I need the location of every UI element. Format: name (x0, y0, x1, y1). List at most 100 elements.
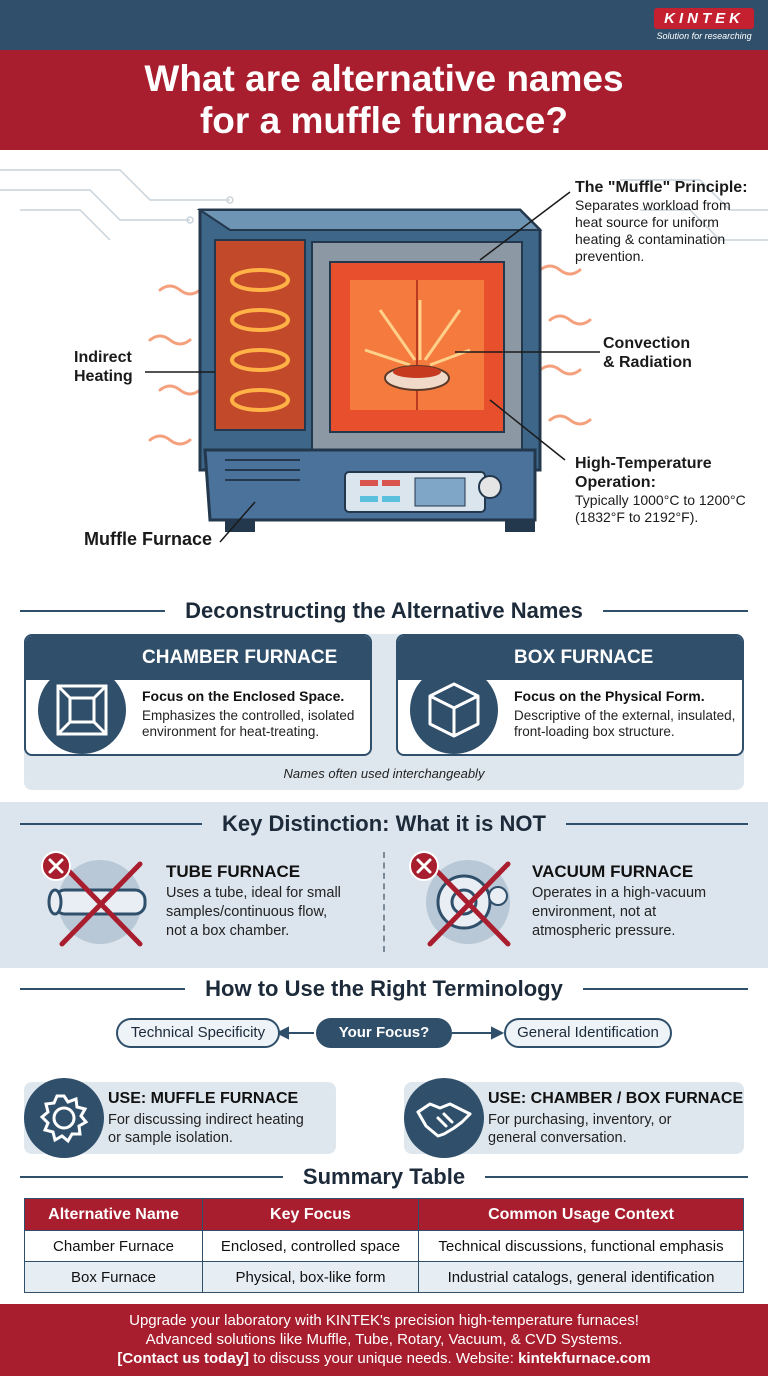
use-muffle-desc: For discussing indirect heating or sampl… (108, 1111, 304, 1147)
display-screen (414, 477, 466, 507)
table-cell: Technical discussions, functional emphas… (418, 1230, 744, 1262)
chamber-furnace-desc: Emphasizes the controlled, isolated envi… (142, 708, 355, 739)
tube-furnace-icon (40, 850, 150, 950)
alt-names-heading-row: Deconstructing the Alternative Names (0, 598, 768, 624)
box-icon (410, 666, 498, 754)
use-muffle-title: USE: MUFFLE FURNACE (108, 1090, 299, 1107)
box-furnace-focus: Focus on the Physical Form. (514, 688, 705, 704)
tube-desc-line-3: not a box chamber. (166, 923, 290, 939)
furnace-top (196, 209, 543, 231)
table-cell: Industrial catalogs, general identificat… (418, 1261, 744, 1293)
table-row: Box Furnace Physical, box-like form Indu… (24, 1261, 744, 1293)
technical-specificity-pill: Technical Specificity (116, 1018, 280, 1048)
heading-divider (565, 823, 748, 825)
vents (225, 449, 300, 481)
muffle-principle-desc-2: heat source for uniform (575, 214, 719, 230)
muffle-furnace-callout: Muffle Furnace (84, 530, 212, 549)
footer-cta: Upgrade your laboratory with KINTEK's pr… (0, 1304, 768, 1376)
heading-divider (602, 610, 749, 612)
chamber-icon (38, 666, 126, 754)
muffle-principle-callout: The "Muffle" Principle: Separates worklo… (575, 178, 760, 265)
column-header: Key Focus (202, 1198, 419, 1231)
tube-furnace-desc: Uses a tube, ideal for small samples/con… (166, 884, 376, 941)
title-line-1: What are alternative names (144, 58, 624, 99)
heading-divider (20, 1176, 283, 1178)
indirect-heating-line-1: Indirect (74, 349, 132, 366)
terminology-arrows (275, 1026, 505, 1040)
contact-us-link[interactable]: [Contact us today] (117, 1350, 250, 1367)
chamber-furnace-card: CHAMBER FURNACE Focus on the Enclosed Sp… (24, 634, 372, 756)
table-cell: Chamber Furnace (24, 1230, 203, 1262)
title-banner: What are alternative names for a muffle … (0, 50, 768, 150)
footer-line-3-text: to discuss your unique needs. Website: (249, 1350, 519, 1367)
high-temp-title-2: Operation: (575, 474, 656, 491)
table-cell: Enclosed, controlled space (202, 1230, 419, 1262)
summary-heading-row: Summary Table (0, 1164, 768, 1190)
side-heating-chamber (214, 239, 306, 431)
circuit-lines-decoration (0, 169, 768, 241)
muffle-principle-desc-3: heating & contamination (575, 231, 726, 247)
heat-waves-left (148, 284, 202, 446)
page-title: What are alternative names for a muffle … (144, 58, 623, 142)
heat-flow-arrows (364, 300, 471, 367)
footer-line-2: Advanced solutions like Muffle, Tube, Ro… (145, 1331, 623, 1348)
use-muffle-desc-1: For discussing indirect heating (108, 1112, 304, 1128)
distinction-heading: Key Distinction: What it is NOT (222, 811, 546, 836)
use-muffle-desc-2: or sample isolation. (108, 1130, 233, 1146)
handshake-icon (404, 1078, 484, 1158)
chamber-furnace-title: CHAMBER FURNACE (142, 647, 338, 668)
heating-coils (230, 268, 290, 412)
top-bar: KINTEK Solution for researching (0, 0, 768, 50)
high-temp-callout: High-Temperature Operation: Typically 10… (575, 454, 765, 526)
gear-icon (24, 1078, 104, 1158)
temperature-knob (478, 475, 502, 499)
heading-divider (20, 610, 166, 612)
tube-desc-line-2: samples/continuous flow, (166, 904, 328, 920)
convection-line-1: Convection (603, 335, 691, 352)
chamber-furnace-focus: Focus on the Enclosed Space. (142, 688, 345, 704)
kintek-logo[interactable]: KINTEK Solution for researching (654, 8, 754, 41)
vacuum-furnace-icon (408, 850, 518, 950)
convection-line-2: & Radiation (603, 354, 692, 371)
terminology-heading-row: How to Use the Right Terminology (0, 976, 768, 1002)
footer-line-1: Upgrade your laboratory with KINTEK's pr… (129, 1312, 639, 1329)
furnace-drawing (0, 169, 768, 543)
summary-heading: Summary Table (302, 1164, 466, 1189)
distinction-heading-row: Key Distinction: What it is NOT (0, 811, 768, 837)
tube-furnace-title: TUBE FURNACE (166, 862, 301, 881)
use-chamber-desc-2: general conversation. (488, 1130, 627, 1146)
title-line-2: for a muffle furnace? (199, 100, 568, 141)
indirect-heating-callout: Indirect Heating (74, 348, 133, 386)
vacuum-desc-line-3: atmospheric pressure. (532, 923, 676, 939)
use-chamber-title: USE: CHAMBER / BOX FURNACE (488, 1090, 744, 1107)
heading-divider (485, 1176, 748, 1178)
high-temp-desc-1: Typically 1000°C to 1200°C (575, 492, 746, 508)
box-furnace-card: BOX FURNACE Focus on the Physical Form. … (396, 634, 744, 756)
box-furnace-desc: Descriptive of the external, insulated, … (514, 708, 736, 739)
high-temp-title-1: High-Temperature (575, 455, 712, 472)
your-focus-pill: Your Focus? (316, 1018, 452, 1048)
vacuum-desc-line-2: environment, not at (532, 904, 657, 920)
card-header: BOX FURNACE (398, 636, 742, 680)
website-link[interactable]: kintekfurnace.com (518, 1350, 651, 1367)
high-temp-desc-2: (1832°F to 2192°F). (575, 509, 699, 525)
muffle-principle-desc-1: Separates workload from (575, 197, 731, 213)
alt-names-heading: Deconstructing the Alternative Names (185, 598, 583, 623)
general-identification-pill: General Identification (504, 1018, 672, 1048)
interchangeable-note: Names often used interchangeably (283, 766, 485, 781)
column-header: Common Usage Context (418, 1198, 744, 1231)
callout-lines (145, 191, 600, 543)
heading-divider (20, 988, 186, 990)
muffle-principle-title: The "Muffle" Principle: (575, 179, 748, 196)
box-furnace-title: BOX FURNACE (514, 647, 654, 668)
table-cell: Physical, box-like form (202, 1261, 419, 1293)
column-header: Alternative Name (24, 1198, 203, 1231)
vacuum-furnace-desc: Operates in a high-vacuum environment, n… (532, 884, 752, 941)
summary-table: Alternative Name Key Focus Common Usage … (24, 1198, 744, 1293)
distinction-divider (383, 852, 385, 952)
vacuum-furnace-title: VACUUM FURNACE (532, 862, 694, 881)
tube-desc-line-1: Uses a tube, ideal for small (166, 885, 341, 901)
furnace-illustration: The "Muffle" Principle: Separates worklo… (0, 150, 768, 590)
table-row: Chamber Furnace Enclosed, controlled spa… (24, 1230, 744, 1262)
heading-divider (582, 988, 748, 990)
